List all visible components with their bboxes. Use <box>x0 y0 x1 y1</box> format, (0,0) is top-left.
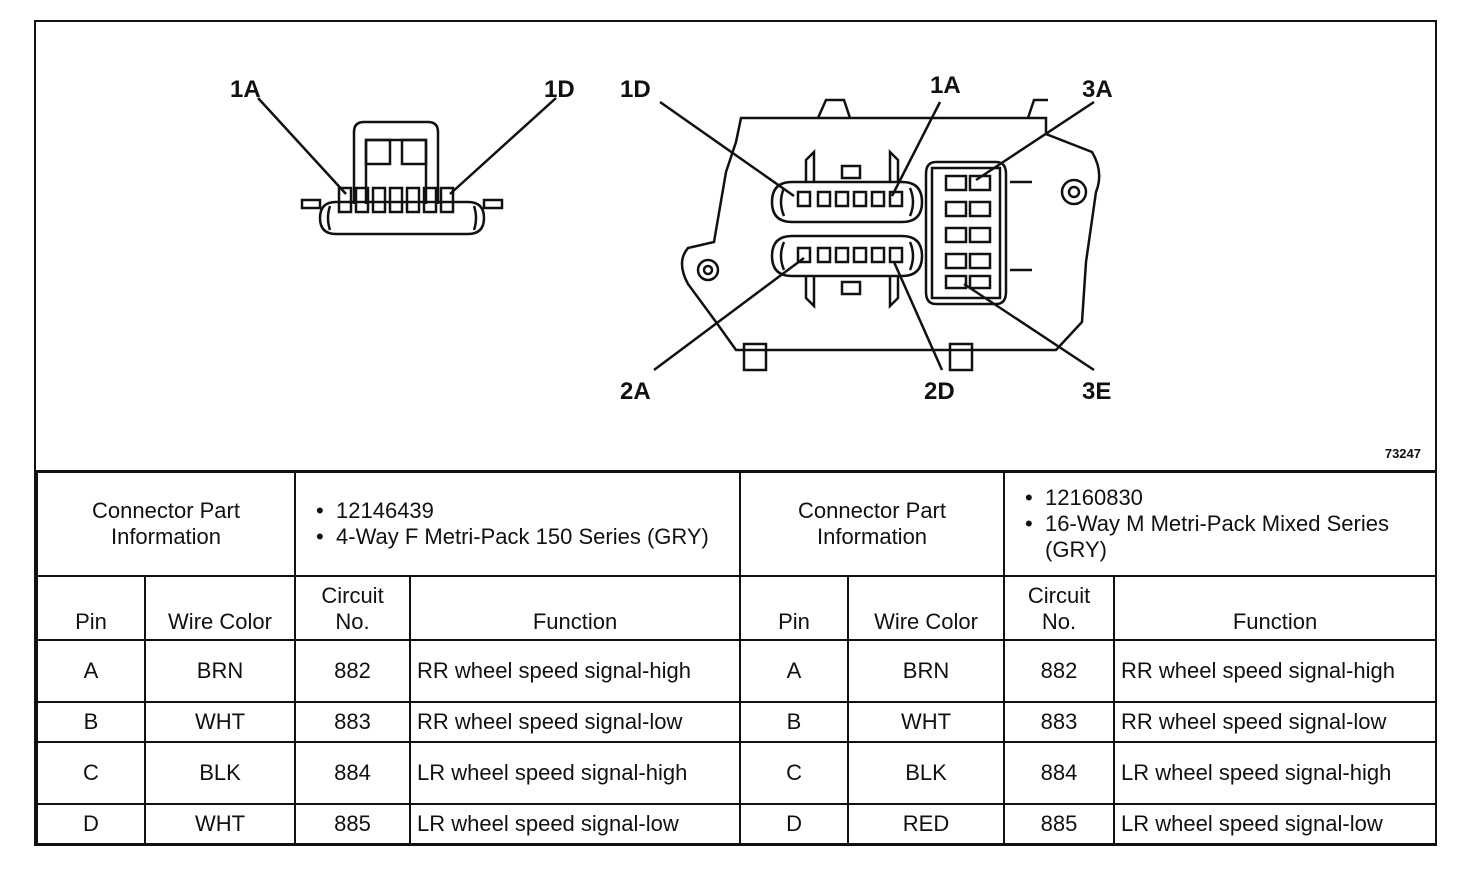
figure-number: 73247 <box>1384 446 1421 461</box>
pin-cell: B <box>36 700 146 743</box>
callout-3a: 3A <box>1082 76 1113 103</box>
function-cell: LR wheel speed signal-high <box>1113 740 1438 805</box>
header-wire-left: Wire Color <box>143 574 297 641</box>
connector-pinout-table: Connector Part Information 12146439 4-Wa… <box>35 470 1438 845</box>
header-circuit-right: Circuit No. <box>1003 574 1116 641</box>
function-cell: RR wheel speed signal-high <box>1113 638 1438 703</box>
wire-color-cell: BRN <box>847 638 1006 703</box>
header-circuit-left: Circuit No. <box>294 574 412 641</box>
pin-cell: A <box>36 638 146 703</box>
circuit-cell: 885 <box>294 802 412 845</box>
part-label-left: Connector Part Information <box>35 470 297 577</box>
figure-frame: 1A 1D 1D 1A 3A 2A 2D 3E 73247 Connector … <box>34 20 1438 846</box>
wire-color-cell: WHT <box>143 802 297 845</box>
part-label-right: Connector Part Information <box>739 470 1006 577</box>
table-row: C BLK 884 LR wheel speed signal-high C B… <box>36 740 1438 805</box>
right-16way-connector <box>653 98 1101 372</box>
circuit-cell: 882 <box>1003 638 1116 703</box>
callout-2a: 2A <box>620 378 651 405</box>
callout-1d-left: 1D <box>544 76 575 103</box>
part-number-left: 12146439 <box>316 498 733 524</box>
function-cell: LR wheel speed signal-low <box>1113 802 1438 845</box>
pin-cell: D <box>36 802 146 845</box>
function-cell: RR wheel speed signal-low <box>409 700 742 743</box>
part-number-right: 12160830 <box>1025 485 1429 511</box>
header-row: Pin Wire Color Circuit No. Function Pin … <box>36 574 1438 641</box>
wire-color-cell: WHT <box>847 700 1006 743</box>
wire-color-cell: BLK <box>143 740 297 805</box>
connector-diagram: 1A 1D 1D 1A 3A 2A 2D 3E 73247 <box>36 22 1435 470</box>
part-info-left: 12146439 4-Way F Metri-Pack 150 Series (… <box>294 470 742 577</box>
wire-color-cell: BLK <box>847 740 1006 805</box>
part-desc-right: 16-Way M Metri-Pack Mixed Series (GRY) <box>1025 511 1429 563</box>
wire-color-cell: RED <box>847 802 1006 845</box>
wire-color-cell: BRN <box>143 638 297 703</box>
function-cell: LR wheel speed signal-high <box>409 740 742 805</box>
circuit-cell: 882 <box>294 638 412 703</box>
callout-1d-right: 1D <box>620 76 651 103</box>
circuit-cell: 885 <box>1003 802 1116 845</box>
header-pin-left: Pin <box>36 574 146 641</box>
part-desc-left: 4-Way F Metri-Pack 150 Series (GRY) <box>316 524 733 550</box>
connector-drawing <box>257 97 1101 372</box>
header-pin-right: Pin <box>739 574 850 641</box>
table-row: B WHT 883 RR wheel speed signal-low B WH… <box>36 700 1438 743</box>
wire-color-cell: WHT <box>143 700 297 743</box>
header-function-right: Function <box>1113 574 1438 641</box>
header-function-left: Function <box>409 574 742 641</box>
callout-2d: 2D <box>924 378 955 405</box>
pin-cell: A <box>739 638 850 703</box>
left-4way-connector <box>257 97 557 236</box>
table-row: A BRN 882 RR wheel speed signal-high A B… <box>36 638 1438 703</box>
pin-cell: D <box>739 802 850 845</box>
pin-cell: C <box>36 740 146 805</box>
pin-cell: B <box>739 700 850 743</box>
circuit-cell: 884 <box>1003 740 1116 805</box>
callout-1a-left: 1A <box>230 76 261 103</box>
table-row: D WHT 885 LR wheel speed signal-low D RE… <box>36 802 1438 845</box>
part-info-row: Connector Part Information 12146439 4-Wa… <box>35 470 1438 577</box>
function-cell: RR wheel speed signal-low <box>1113 700 1438 743</box>
callout-3e: 3E <box>1082 378 1112 405</box>
header-wire-right: Wire Color <box>847 574 1006 641</box>
circuit-cell: 883 <box>294 700 412 743</box>
function-cell: RR wheel speed signal-high <box>409 638 742 703</box>
function-cell: LR wheel speed signal-low <box>409 802 742 845</box>
callout-1a-right: 1A <box>930 72 961 99</box>
part-info-right: 12160830 16-Way M Metri-Pack Mixed Serie… <box>1003 470 1438 577</box>
pin-cell: C <box>739 740 850 805</box>
circuit-cell: 883 <box>1003 700 1116 743</box>
circuit-cell: 884 <box>294 740 412 805</box>
